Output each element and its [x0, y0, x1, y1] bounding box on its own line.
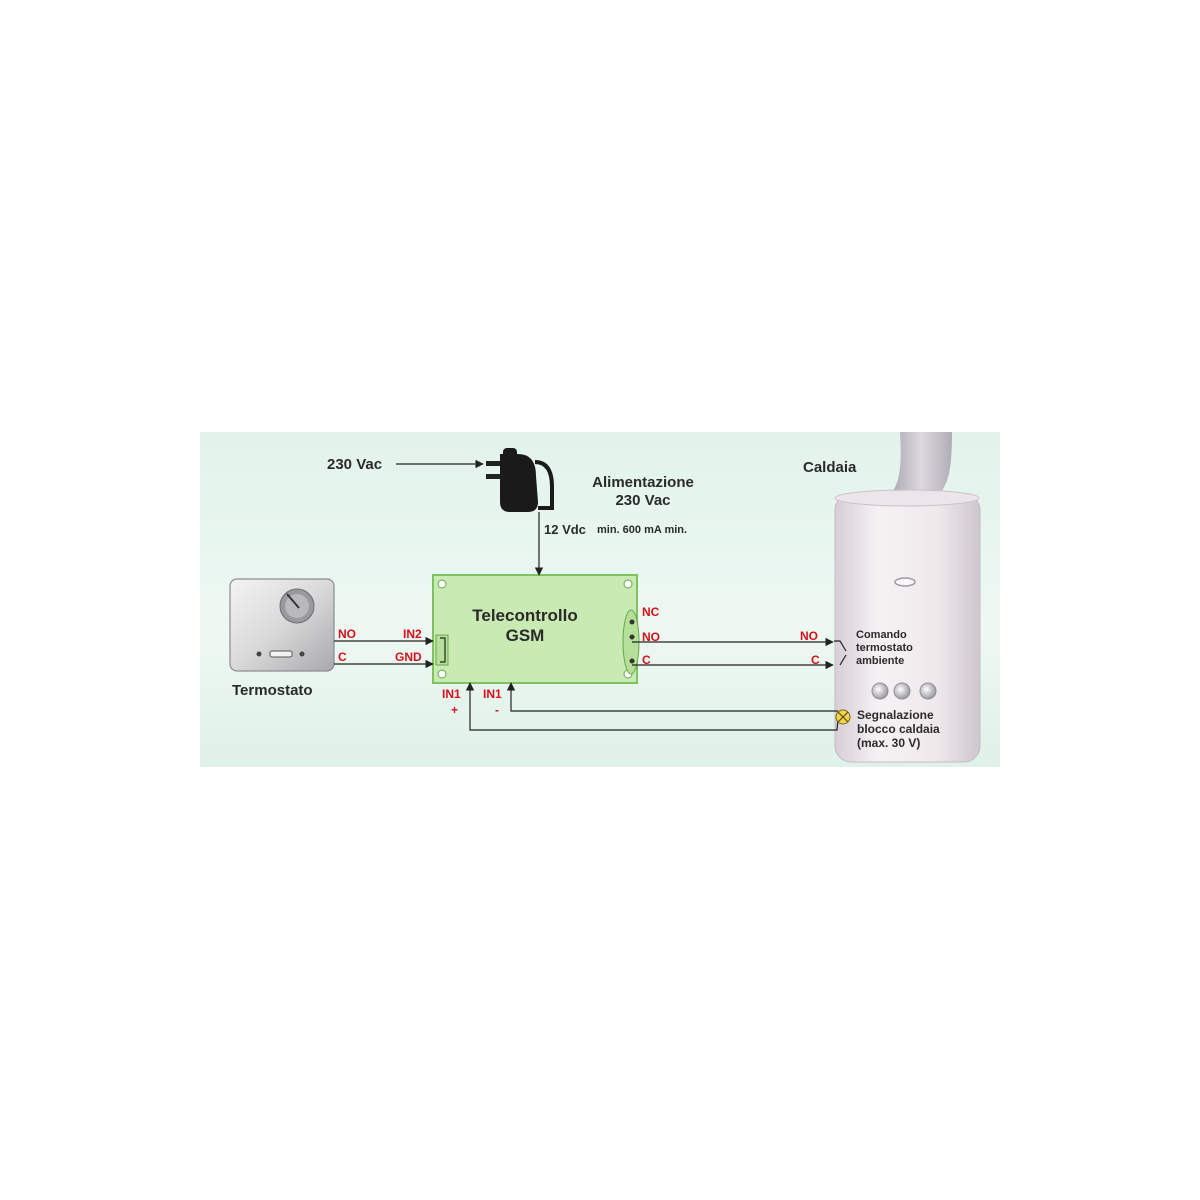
dc-output-label: 12 Vdc	[544, 522, 586, 537]
adapter-title-line2: 230 Vac	[615, 492, 671, 509]
dc-output-spec: min. 600 mA min.	[597, 524, 688, 536]
relay-terminal-c: C	[642, 653, 651, 667]
wiring-diagram: 230 Vac Alimentazione 230 Vac 12 Vdc min…	[200, 432, 1000, 767]
board-title-line1: Telecontrollo	[472, 606, 578, 625]
boiler-terminal-c: C	[811, 653, 820, 667]
alarm-lamp-icon	[835, 709, 851, 725]
boiler-command-label: Comando termostato ambiente	[856, 629, 913, 669]
left-terminal-block	[435, 634, 449, 666]
board-bridge	[440, 637, 446, 663]
boiler-pipe	[890, 432, 952, 496]
diagram-canvas	[200, 432, 1000, 767]
boiler-switch-icon	[834, 640, 847, 666]
board-terminal-in1-minus-polarity: -	[495, 703, 499, 717]
wires	[334, 459, 847, 731]
boiler-alarm-line2: blocco caldaia	[857, 721, 940, 736]
board-terminal-gnd: GND	[395, 650, 422, 664]
board-title: Telecontrollo GSM	[458, 607, 592, 644]
boiler-terminal-no: NO	[800, 629, 818, 643]
relay-terminal-nc: NC	[642, 605, 660, 619]
adapter-title: Alimentazione 230 Vac	[573, 475, 713, 508]
thermostat-device	[229, 578, 335, 672]
gsm-board	[432, 574, 640, 684]
mains-input-label: 230 Vac	[327, 456, 383, 473]
in1-plus-wire	[465, 682, 839, 731]
boiler-alarm-label: Segnalazione blocco caldaia (max. 30 V)	[857, 708, 940, 750]
board-terminal-in1-minus: IN1	[483, 687, 502, 701]
boiler-knobs	[871, 682, 937, 700]
boiler-label: Caldaia	[803, 459, 857, 476]
thermostat-label: Termostato	[232, 682, 313, 699]
boiler-command-line3: ambiente	[856, 655, 905, 668]
boiler-body	[834, 489, 981, 763]
boiler-command-line2: termostato	[856, 642, 913, 655]
board-terminal-in2: IN2	[403, 627, 422, 641]
thermostat-terminal-no: NO	[338, 627, 356, 641]
thermostat-terminal-c: C	[338, 650, 347, 664]
board-terminal-in1-plus-polarity: +	[451, 703, 459, 717]
boiler-led	[894, 577, 916, 587]
boiler-command-line1: Comando	[856, 629, 907, 641]
board-terminal-in1-plus: IN1	[442, 687, 461, 701]
boiler-alarm-line1: Segnalazione	[857, 708, 934, 722]
in1-minus-wire	[506, 682, 838, 712]
adapter-title-line1: Alimentazione	[592, 474, 694, 491]
boiler-alarm-line3: (max. 30 V)	[857, 735, 921, 750]
board-title-line2: GSM	[505, 626, 545, 645]
power-adapter-icon	[486, 448, 554, 512]
relay-terminal-no: NO	[642, 630, 660, 644]
